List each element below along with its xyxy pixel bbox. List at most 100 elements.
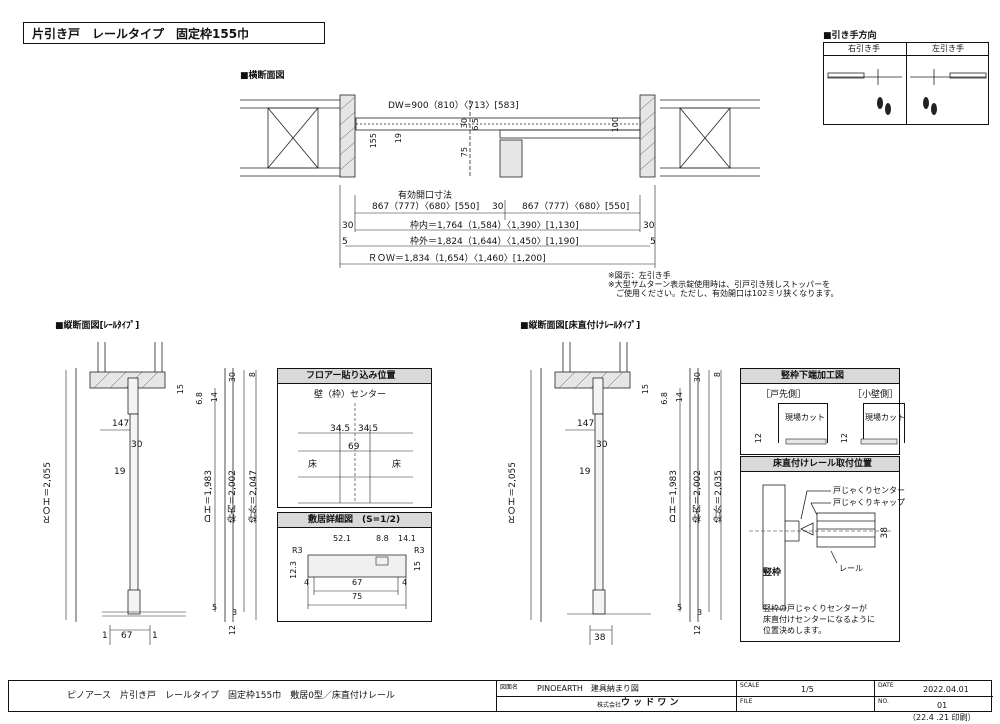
rail-note-1: 竪枠の戸じゃくりセンターが [763,604,867,613]
floor-pos-a: 34.5 [330,424,351,434]
tb-date-lbl: DATE [878,682,894,689]
vr-d3: 3 [697,608,703,617]
plan-s5-left: 5 [342,237,348,247]
sill-w521: 52.1 [333,534,351,543]
page-title: 片引き戸 レールタイプ 固定枠155巾 [32,27,250,41]
plan-w-outer: 枠外＝1,824（1,644）〈1,450〉[1,190] [410,237,579,247]
note-2: ※大型サムターン表示錠使用時は、引戸引き残しストッパーを [608,280,831,289]
frame-d12b: 12 [840,433,849,444]
tb-company: ウ ッ ド ワ ン [621,698,679,708]
vr-d68: 6.8 [660,392,669,405]
tb-date: 2022.04.01 [923,685,969,694]
vr-inner: 枠内＝2,002 [693,470,703,523]
sill-w67: 67 [352,578,363,587]
tb-scale: 1/5 [801,685,814,694]
plan-w-inner: 枠内＝1,764（1,584）〈1,390〉[1,130] [410,221,579,231]
note-1: ※図示：左引き手 [608,271,671,280]
floor-left-label: 床 [308,460,318,470]
footprint-icon [877,97,937,115]
frame-wall-side: ［小壁側］ [853,390,899,400]
rail-label: レール [839,564,863,573]
section-vert-left-label: ■縦断面図[ﾚｰﾙﾀｲﾌﾟ] [55,321,140,331]
plan-eff-label: 有効開口寸法 [398,191,453,201]
floor-position-box: フロアー貼り込み位置 壁（枠）センター 34.5 34.5 69 床 床 [277,368,432,508]
vl-d30: 30 [131,440,143,450]
note-3: ご使用ください。ただし、有効開口は102ミリ狭くなります。 [608,289,839,298]
vr-t30: 30 [693,372,702,383]
section-pull-label: ■引き手方向 [823,31,877,41]
rail-note-2: 床直付けセンターになるように [763,615,875,624]
tb-desc: ピノアース 片引き戸 レールタイプ 固定枠155巾 敷居0型／床直付けレール [67,691,395,701]
sill-w141: 14.1 [398,534,416,543]
frame-cut-1: 現場カット [785,413,825,422]
tb-file-lbl: FILE [740,698,753,705]
pull-right-label: 右引き手 [848,44,880,53]
tb-name-lbl: 図面名 [500,684,519,691]
sill-w88: 8.8 [376,534,389,543]
vr-d15: 15 [641,384,650,395]
rail-cap: 戸じゃくりキャップ [833,498,905,507]
vl-d5: 5 [212,603,218,612]
vl-d147: 147 [112,419,130,429]
rail-pos-title: 床直付けレール取付位置 [773,459,873,469]
vl-d3: 3 [232,608,238,617]
rail-position-box: 床直付けレール取付位置 戸じゃくりセンター 戸じゃくりキャップ 38 レール 竪… [740,456,905,642]
tb-no: 01 [937,701,948,710]
plan-dw: DW=900（810）〈713〉[583] [388,101,519,111]
sill-title: 敷居詳細図 (S=1/2) [308,515,401,525]
section-plan-label: ■横断面図 [240,71,285,81]
frame-bottom-title: 竪枠下端加工図 [781,371,845,381]
section-vert-right-label: ■縦断面図[床直付けﾚｰﾙﾀｲﾌﾟ] [520,321,641,331]
vl-b1: 1 [102,631,108,641]
floor-pos-b: 34.5 [358,424,379,434]
plan-s30-right: 30 [643,221,655,231]
vr-dh: ＤＨ＝1,983 [669,470,679,523]
frame-door-side: ［戸先側］ [761,390,807,400]
vr-d12: 12 [693,625,702,636]
rail-note-3: 位置決めします。 [763,626,827,635]
frame-bottom-box: 竪枠下端加工図 ［戸先側］ ［小壁側］ 現場カット 現場カット 12 12 [740,368,905,455]
rail-d38: 38 [880,527,890,539]
title-block: ピノアース 片引き戸 レールタイプ 固定枠155巾 敷居0型／床直付けレール 図… [8,680,993,712]
tb-company-lbl: 株式会社 [597,702,622,709]
vr-outer: 枠外＝2,035 [714,470,724,523]
vr-d14: 14 [675,392,684,403]
title-box: 片引き戸 レールタイプ 固定枠155巾 [23,22,325,44]
floor-right-label: 床 [392,460,402,470]
floor-pos-title: フロアー貼り込み位置 [306,371,396,381]
sill-w4r: 4 [402,578,408,587]
vr-d5: 5 [677,603,683,612]
pull-left-label: 左引き手 [932,44,964,53]
rail-frame-label: 竪枠 [763,568,782,578]
vr-d19: 19 [579,467,591,477]
tb-no-lbl: NO. [878,698,889,705]
frame-d12a: 12 [754,433,763,444]
rail-center: 戸じゃくりセンター [833,486,905,495]
plan-mid30: 30 [492,202,504,212]
plan-s5-right: 5 [650,237,656,247]
sill-w4l: 4 [304,578,310,587]
vr-b38: 38 [594,633,606,643]
vr-d147: 147 [577,419,595,429]
sill-r3l: R3 [292,546,303,555]
vl-d19: 19 [114,467,126,477]
vl-b1r: 1 [152,631,158,641]
sill-detail-box: 敷居詳細図 (S=1/2) 52.1 8.8 14.1 R3 R3 12.3 1… [277,512,432,622]
floor-pos-c: 69 [348,442,360,452]
floor-pos-center: 壁（枠）センター [314,390,387,400]
sill-r3r: R3 [414,546,425,555]
plan-s30-left: 30 [342,221,354,231]
plan-eff-left: 867（777）〈680〉[550] [372,202,480,212]
tb-scale-lbl: SCALE [740,682,760,689]
vr-t8: 8 [713,372,722,378]
plan-eff-right: 867（777）〈680〉[550] [522,202,630,212]
plan-row: ＲＯＷ＝1,834（1,654）〈1,460〉[1,200] [368,254,546,264]
vr-d30: 30 [596,440,608,450]
tb-name: PINOEARTH 建具納まり図 [537,684,639,693]
sill-w75: 75 [352,592,363,601]
vr-roh: ＲＯＨ＝2,055 [508,462,518,524]
vl-b67: 67 [121,631,133,641]
